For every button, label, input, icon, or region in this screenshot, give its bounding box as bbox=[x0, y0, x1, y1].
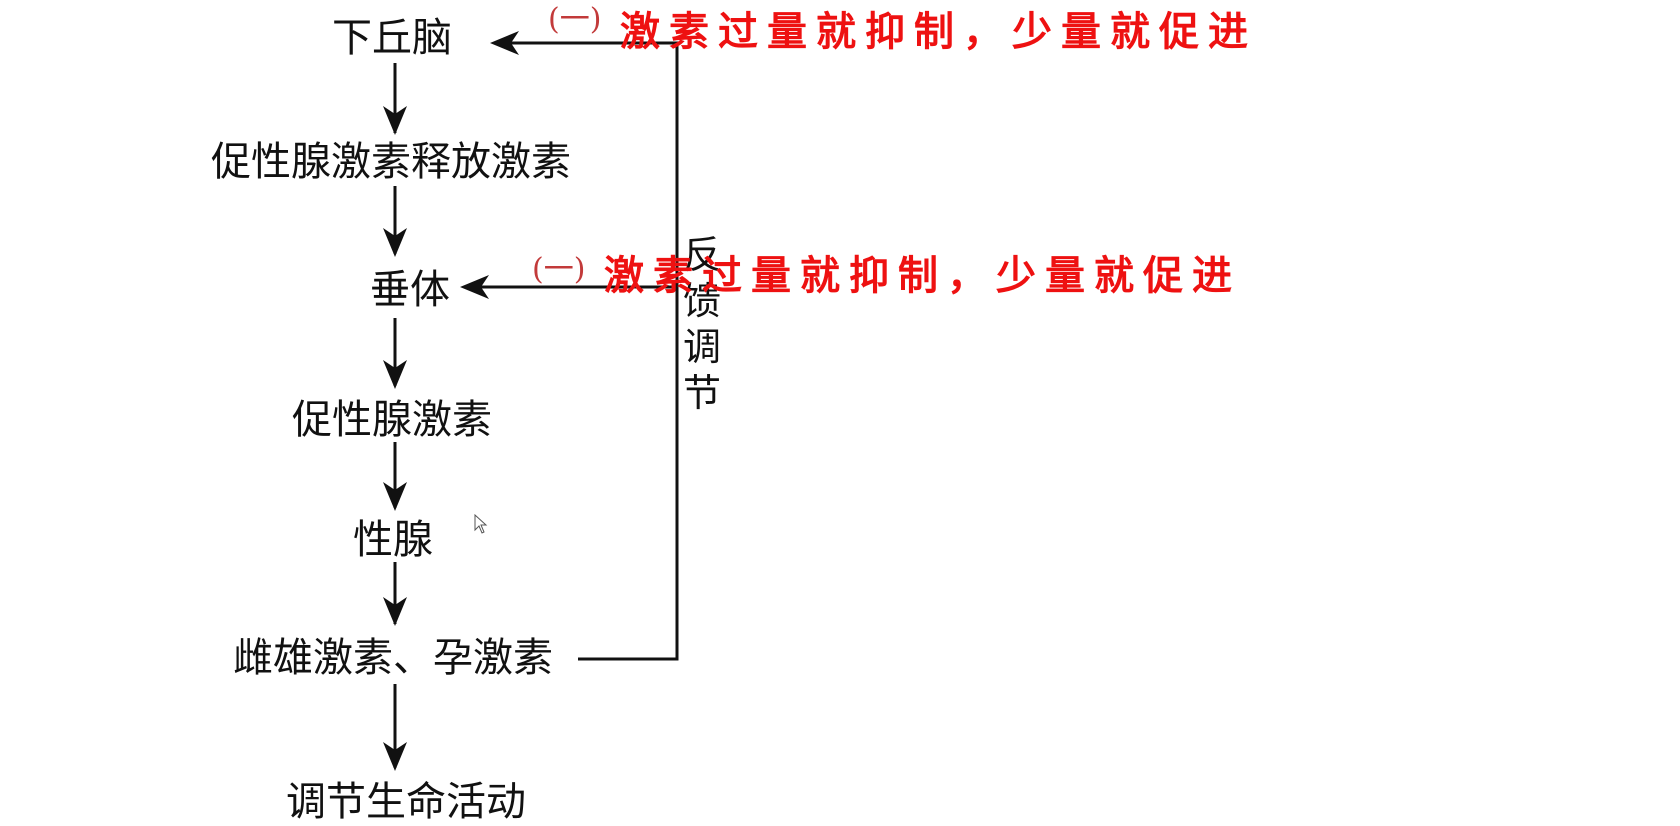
mouse-pointer-icon bbox=[474, 514, 488, 534]
feedback-loop-line bbox=[505, 41, 679, 661]
feedback-regulation-label: 反 馈 调 节 bbox=[678, 232, 726, 416]
feedback-label-char-2: 馈 bbox=[682, 279, 721, 323]
feedback-label-char-1: 反 bbox=[682, 233, 721, 277]
arrowhead-hypothalamus-to-gnrh bbox=[383, 106, 407, 135]
node-gnrh: 促性腺激素释放激素 bbox=[211, 139, 571, 185]
arrowhead-gonadotropin-to-gonad bbox=[383, 482, 407, 511]
node-pituitary: 垂体 bbox=[370, 267, 450, 313]
arrowhead-feedback-to-pituitary bbox=[460, 275, 489, 299]
feedback-label-char-4: 节 bbox=[682, 371, 721, 415]
arrowhead-pituitary-to-gonadotropin bbox=[383, 360, 407, 389]
node-gonad: 性腺 bbox=[353, 517, 433, 563]
node-hypothalamus: 下丘脑 bbox=[332, 15, 452, 61]
feedback-label-char-3: 调 bbox=[682, 325, 721, 369]
arrowhead-gnrh-to-pituitary bbox=[383, 228, 407, 257]
node-gonadotropin: 促性腺激素 bbox=[292, 397, 492, 443]
node-sex-hormones: 雌雄激素、孕激素 bbox=[233, 635, 553, 681]
annotation-hypothalamus: 激素过量就抑制，少量就促进 bbox=[620, 8, 1257, 55]
node-regulate-life: 调节生命活动 bbox=[286, 779, 526, 825]
negative-mark-pituitary: (一) bbox=[532, 252, 586, 287]
arrowhead-feedback-to-hypothalamus bbox=[490, 31, 519, 55]
arrowhead-sex-hormones-to-regulate-life bbox=[383, 742, 407, 771]
arrowhead-gonad-to-sex-hormones bbox=[383, 597, 407, 626]
annotation-pituitary: 激素过量就抑制，少量就促进 bbox=[604, 252, 1241, 299]
negative-mark-hypothalamus: (一) bbox=[548, 2, 602, 37]
